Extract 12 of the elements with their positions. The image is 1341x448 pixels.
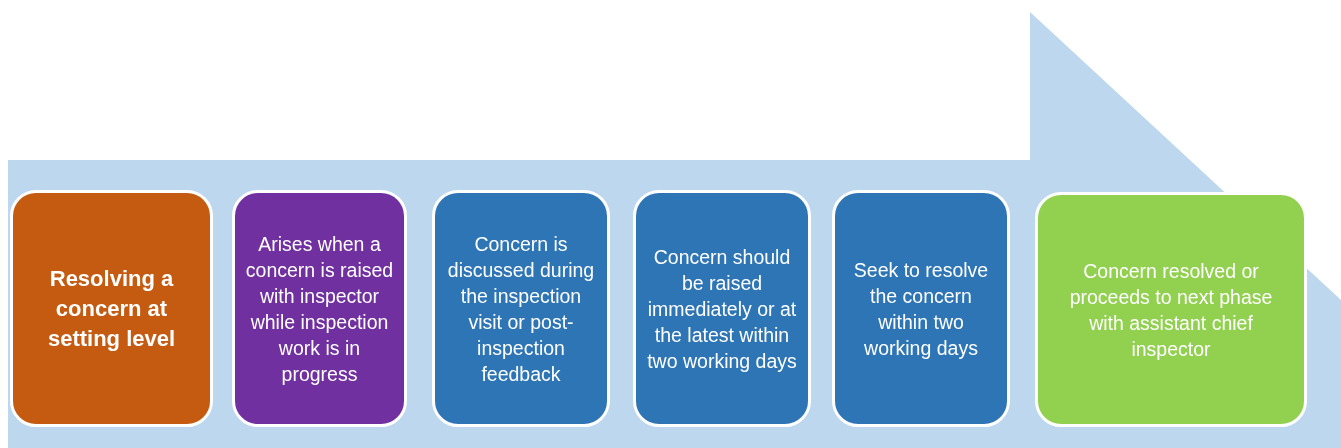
step-text: Concern resolved or proceeds to next phase with assistant chief inspector [1068, 258, 1274, 362]
step-text: Concern should be raised immediately or at the latest within two working days [646, 244, 798, 374]
step-box [232, 190, 407, 427]
step-box [832, 190, 1010, 427]
step-text: Arises when a concern is raised with inspector while inspection work is in progress [245, 231, 394, 387]
step-text: Seek to resolve the concern within two working days [852, 257, 990, 361]
step-text: Concern is discussed during the inspection visit or post-inspection feedback [446, 231, 596, 387]
step-box [1035, 192, 1307, 427]
step-box [432, 190, 610, 427]
step-box [633, 190, 811, 427]
step-text: Resolving a concern at setting level [46, 264, 177, 353]
step-box [10, 190, 213, 427]
